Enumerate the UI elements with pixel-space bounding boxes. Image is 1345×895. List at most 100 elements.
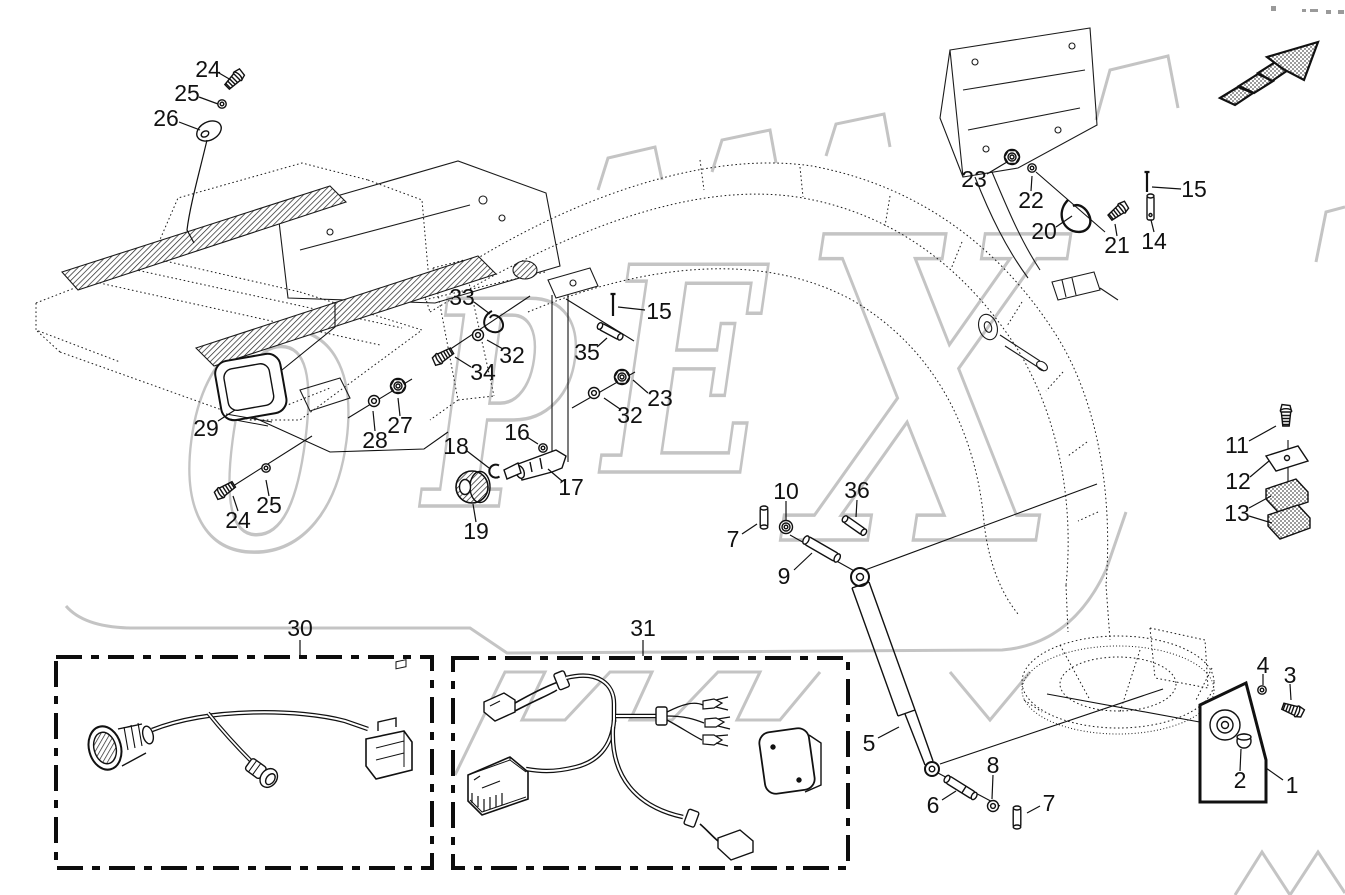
callout-32: 32 [617,402,643,428]
callout-leader-35 [596,337,608,348]
spring-clip-33 [483,310,504,334]
callout-leader-19 [472,503,477,523]
callout-36: 36 [844,477,870,503]
harness-31 [467,670,822,861]
plug-connector-b [717,829,754,861]
mount-panel [277,160,561,304]
washer-32b [587,386,601,400]
callout-leader-11 [1248,425,1277,442]
travel-direction-arrow [1217,40,1320,107]
callout-leader-25 [198,96,219,105]
carriage-bolt-3 [1280,700,1306,720]
callout-16: 16 [504,419,530,445]
callout-leader-36 [855,499,858,518]
callout-25: 25 [174,80,200,106]
harness-box-31 [451,656,850,870]
callout-leader-18 [466,450,490,469]
callout-leader-25 [265,479,270,497]
pivot-lug [977,313,999,341]
callout-leader-34 [454,356,472,368]
callout-12: 12 [1225,468,1251,494]
callout-13: 13 [1224,500,1250,526]
callout-leader-27 [397,397,401,417]
hub-bushing-2 [1209,709,1252,749]
callout-leader-26 [178,121,201,131]
linch-pin-15 [1144,170,1150,192]
hex-screw-11 [1279,403,1293,427]
cable-to-block [525,719,617,774]
cover-disc-26 [186,120,222,244]
callout-leader-16 [526,436,539,445]
work-light-29 [214,352,288,427]
callout-leader-24 [218,72,232,81]
callout-leader-20 [1055,215,1073,228]
block-connector [467,756,529,816]
callout-leader-22 [1030,175,1033,192]
bullet-connector [244,758,279,789]
watermark-letter-X: X [777,147,1072,640]
lock-nut-23b [613,368,631,386]
callout-leader-32 [603,397,621,410]
callout-24: 24 [195,56,221,82]
clamp-blocks-13 [1265,478,1311,540]
callout-leader-33 [473,301,491,315]
callout-5: 5 [863,730,876,756]
callout-35: 35 [574,339,600,365]
callout-28: 28 [362,427,388,453]
callout-25: 25 [256,492,282,518]
callout-leader-1 [1265,767,1284,781]
callout-leader-5 [877,726,900,739]
callout-leader-lines [178,72,1292,814]
callout-29: 29 [193,415,219,441]
knurled-knob-19 [455,470,491,504]
clamp-plate-12 [1264,445,1310,472]
callout-leader-15 [1151,186,1182,190]
rect-connector [365,659,413,780]
callout-8: 8 [987,752,1000,778]
callout-21: 21 [1104,232,1130,258]
step-tread [194,255,498,367]
ignition-lock-17 [503,449,567,481]
callout-1: 1 [1286,772,1299,798]
callout-leader-14 [1150,219,1155,233]
plug-connector-a [483,692,516,722]
callout-32: 32 [499,342,525,368]
callout-7: 7 [727,526,740,552]
callout-34: 34 [470,359,496,385]
callout-17: 17 [558,474,584,500]
callout-leader-23 [632,379,649,394]
callout-4: 4 [1257,652,1270,678]
callout-leader-24 [232,495,239,512]
spout-top-frame [939,27,1098,178]
callout-23: 23 [647,385,673,411]
washer-32 [471,328,485,342]
callout-22: 22 [1018,187,1044,213]
washer-8 [986,799,1000,813]
pin-7b [1012,805,1022,830]
washer-25 [217,99,227,109]
machine-structure [61,27,1119,412]
callout-leader-29 [217,409,236,422]
connecting-pin-9 [802,535,842,563]
hex-screw-24 [222,67,247,92]
box-label-31: 31 [630,615,656,641]
callout-leader-13 [1248,495,1272,509]
washer-25b [261,463,271,473]
snap-ring-18 [488,463,501,479]
corner-print-marks [1271,6,1344,14]
washer-22 [1027,163,1037,173]
harness-round-connector [87,722,155,771]
callout-3: 3 [1284,662,1297,688]
callout-15: 15 [1181,176,1207,202]
callout-leader-7 [741,523,758,535]
lock-nut-27 [389,377,407,395]
callout-20: 20 [1031,218,1057,244]
callout-leader-32 [486,339,504,350]
callout-26: 26 [153,105,179,131]
callout-leader-6 [941,790,957,801]
pin-6 [943,774,978,801]
callout-leader-13 [1248,515,1273,524]
